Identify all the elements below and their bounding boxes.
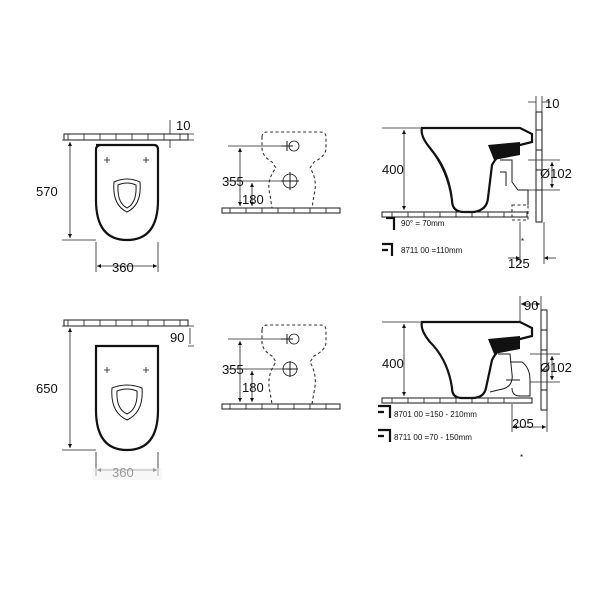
side-asterisk: * [520,453,523,462]
front-floor-label: 180 [242,380,264,395]
plan-depth-label: 570 [36,184,58,199]
bowl-profile [420,320,534,400]
bowl-outline [94,143,160,242]
note-90: 90° = 70mm [401,219,445,228]
top-front-view: 355 180 [221,131,341,214]
outlet-pipe [500,159,529,205]
plan-width-label: 360 [112,260,134,275]
side-pipe-label: Ø102 [540,166,572,181]
side-asterisk: * [521,237,524,246]
floor-strip [221,207,341,214]
blurred-overlay [92,468,162,480]
bottom-plan-view: 650 360 90 [36,319,194,480]
wall [535,111,543,223]
wall-strip [63,133,189,141]
fitting-icon-90 [386,216,396,230]
fixing-holes [104,157,149,163]
top-plan-view: 570 360 10 [36,118,194,275]
side-height-label: 400 [382,162,404,177]
floor-strip [381,397,533,404]
fitting-icon-8711 [382,242,394,256]
fitting-icon-8701 [378,404,392,418]
fixing-holes [104,367,149,373]
side-pipe-label: Ø102 [540,360,572,375]
mid-cross-mark [281,172,299,190]
top-cross-mark [281,334,293,344]
plan-offset-label: 90 [170,330,184,345]
wall [540,309,548,411]
wall-strip [63,319,189,327]
outlet-pipe [489,353,513,393]
floor-strip [221,403,341,410]
side-outlet-label: 125 [508,256,530,271]
bottom-side-view: 400 90 Ø102 205 * 8701 00 =150 - 210mm 8… [378,296,572,462]
front-outline [261,131,327,209]
side-outlet-label: 205 [512,416,534,431]
floor-strip [381,211,528,218]
bowl-outline [94,344,160,452]
note-8701: 8701 00 =150 - 210mm [394,410,477,419]
top-side-view: 400 10 Ø102 125 * 90° = 70mm 8711 00 =11… [381,96,572,271]
bottom-front-view: 355 180 [221,324,341,410]
side-top-offset-label: 10 [545,96,559,111]
fitting-icon-8711 [378,428,392,442]
plan-offset-label: 10 [176,118,190,133]
front-floor-label: 180 [242,192,264,207]
side-top-offset-label: 90 [524,298,538,313]
front-outline [261,324,327,405]
note-8711: 8711 00 =70 - 150mm [394,433,472,442]
bowl-profile [420,126,534,214]
seat-opening [111,384,143,421]
top-cross-mark [281,141,293,151]
seat-opening [113,178,141,213]
mid-cross-mark [282,361,298,377]
front-height-label: 355 [222,362,244,377]
note-8711: 8711 00 =110mm [401,246,463,255]
front-height-label: 355 [222,174,244,189]
side-height-label: 400 [382,356,404,371]
plan-depth-label: 650 [36,381,58,396]
